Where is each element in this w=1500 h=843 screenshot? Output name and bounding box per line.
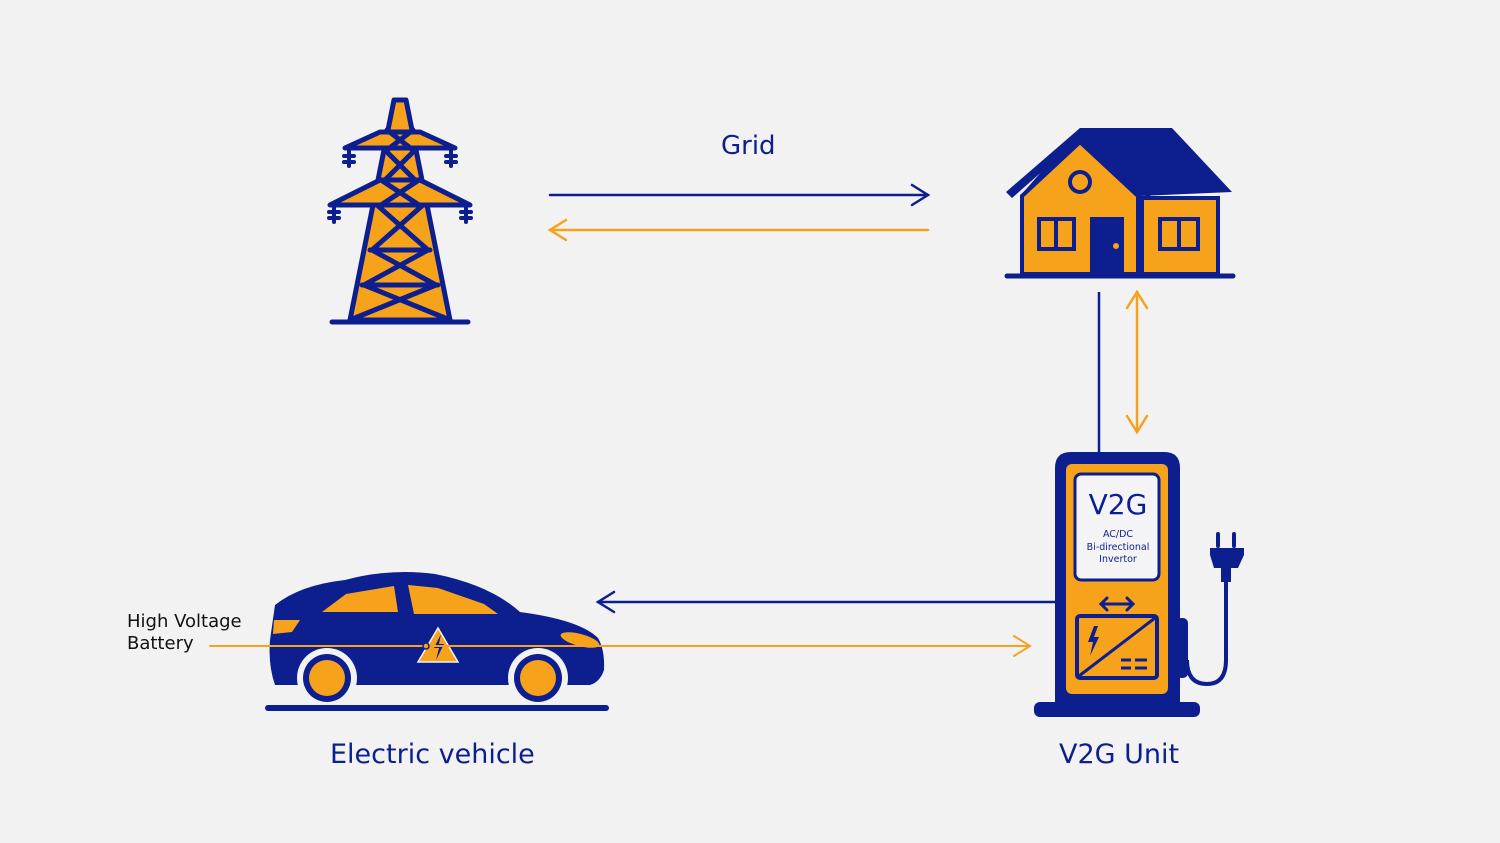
charging-station-icon — [1034, 452, 1244, 717]
car-icon — [265, 572, 609, 711]
v2g-screen-line1: AC/DC — [1102, 529, 1134, 540]
battery-label-line2: Battery — [127, 633, 194, 654]
battery-label: High Voltage Battery — [127, 611, 242, 655]
v2g-screen-line2: Bi-directional — [1086, 541, 1150, 553]
v2g-screen-line3: Invertor — [1099, 554, 1137, 565]
arrow-house-to-grid — [547, 218, 930, 242]
transmission-tower-icon — [327, 97, 473, 325]
bidirectional-arrow-icon — [1098, 596, 1136, 612]
arrow-v2g-to-ev — [595, 590, 1057, 614]
arrow-ev-to-v2g — [209, 635, 1032, 657]
grid-label: Grid — [721, 131, 776, 161]
house-icon — [1004, 128, 1236, 279]
battery-label-line1: High Voltage — [127, 611, 242, 632]
plug-icon — [1210, 532, 1244, 582]
v2g-screen-description: AC/DC Bi-directional Invertor — [1076, 529, 1160, 567]
electric-vehicle-label: Electric vehicle — [330, 739, 535, 770]
dc-symbol-icon — [1121, 658, 1147, 670]
v2g-unit-label: V2G Unit — [1059, 739, 1180, 770]
v2g-screen-title: V2G — [1088, 488, 1148, 521]
arrow-grid-to-house — [548, 183, 931, 207]
lightning-icon — [1088, 626, 1099, 656]
battery-pointer-dot — [422, 642, 430, 650]
arrow-house-v2g-bidirectional — [1125, 289, 1149, 435]
